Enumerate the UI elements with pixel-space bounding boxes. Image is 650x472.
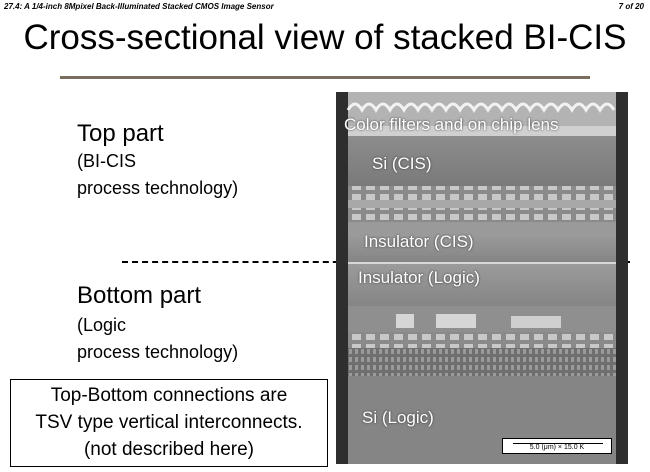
scale-bar-text: 5.0 (μm) × 15.0 K <box>529 444 585 451</box>
top-part-heading: Top part <box>77 120 164 147</box>
paper-title-header: 27.4: A 1/4-inch 8Mpixel Back-Illuminate… <box>4 2 274 11</box>
note-line-1: Top-Bottom connections are <box>50 385 288 406</box>
label-si-cis: Si (CIS) <box>372 154 432 173</box>
bottom-part-line-1: (Logic <box>77 315 127 335</box>
title-divider <box>60 76 590 79</box>
bottom-part-line-2: process technology) <box>77 342 239 362</box>
label-insulator-cis: Insulator (CIS) <box>364 232 474 251</box>
top-part-line-1: (BI-CIS <box>77 151 137 171</box>
note-line-3: (not described here) <box>83 439 255 460</box>
page-number: 7 of 20 <box>618 2 644 11</box>
label-insulator-logic: Insulator (Logic) <box>358 268 480 287</box>
label-si-logic: Si (Logic) <box>362 408 434 427</box>
tsv-note-box: Top-Bottom connections are TSV type vert… <box>10 379 328 467</box>
label-color-filters: Color filters and on chip lens <box>344 115 559 134</box>
top-part-line-2: process technology) <box>77 178 239 198</box>
bottom-part-heading: Bottom part <box>77 282 202 309</box>
sem-cross-section-image: Color filters and on chip lens Si (CIS) … <box>336 92 628 464</box>
scale-bar-line <box>513 443 603 444</box>
scale-bar: 5.0 (μm) × 15.0 K <box>502 438 612 454</box>
sem-micrograph <box>336 92 628 464</box>
slide-title: Cross-sectional view of stacked BI-CIS <box>23 18 627 57</box>
note-line-2: TSV type vertical interconnects. <box>35 412 303 433</box>
